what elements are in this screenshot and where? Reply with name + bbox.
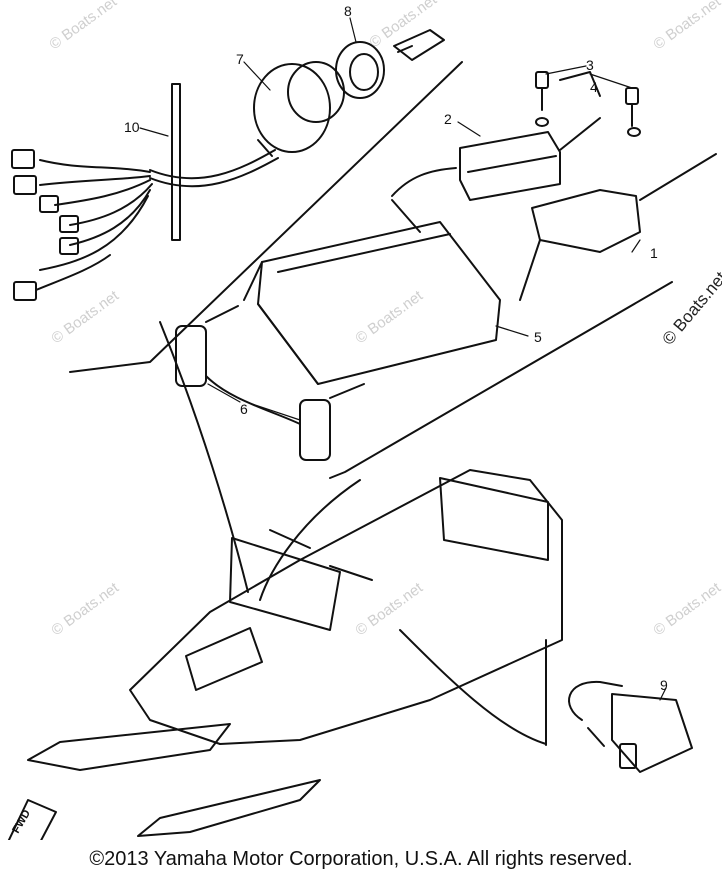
part-label-7: 7 <box>236 51 244 67</box>
ignition-coil <box>391 117 601 201</box>
watermark: © Boats.net <box>366 0 440 51</box>
switch-assembly <box>568 680 693 773</box>
cdi-unit <box>243 199 501 385</box>
watermark: © Boats.net <box>352 287 426 347</box>
ignition-coil-2 <box>519 153 717 301</box>
leader-line <box>159 321 249 593</box>
watermark: © Boats.net <box>650 579 722 639</box>
part-label-3: 3 <box>586 57 594 73</box>
snowmobile-body <box>129 469 563 745</box>
watermark: © Boats.net <box>650 0 722 53</box>
part-label-2: 2 <box>444 111 452 127</box>
watermark: © Boats.net <box>48 287 122 347</box>
part-label-9: 9 <box>660 677 668 693</box>
parts-diagram: © Boats.net © Boats.net © Boats.net © Bo… <box>7 0 722 840</box>
panel-border-left <box>69 61 463 373</box>
watermark: © Boats.net <box>46 0 120 53</box>
leader-line-3 <box>399 629 547 745</box>
part-label-5: 5 <box>534 329 542 345</box>
leader-line-2 <box>259 479 361 601</box>
spark-plug-caps <box>175 305 365 461</box>
part-label-8: 8 <box>344 3 352 19</box>
part-label-4: 4 <box>590 79 598 95</box>
panel-border-right <box>329 281 673 479</box>
watermark: © Boats.net <box>352 579 426 639</box>
skis <box>27 723 321 837</box>
horn <box>253 61 345 157</box>
fwd-label: FWD <box>10 808 33 836</box>
watermark-edge: © Boats.net <box>659 268 722 349</box>
main-switch <box>335 29 445 99</box>
watermark: © Boats.net <box>48 579 122 639</box>
part-label-10: 10 <box>124 119 140 135</box>
fwd-arrow-icon <box>7 799 57 840</box>
copyright-notice: ©2013 Yamaha Motor Corporation, U.S.A. A… <box>89 848 633 870</box>
part-label-1: 1 <box>650 245 658 261</box>
wire-harness <box>11 83 279 301</box>
part-label-6: 6 <box>240 401 248 417</box>
